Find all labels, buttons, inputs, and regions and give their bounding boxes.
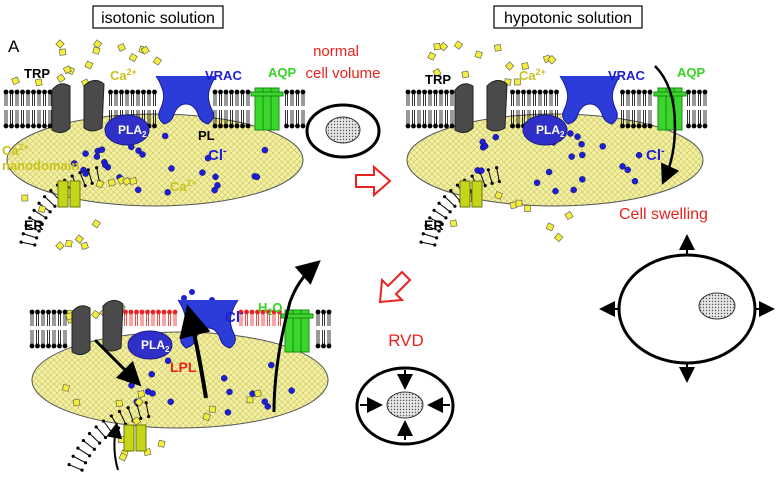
label-cl-rvd: Cl-: [225, 307, 244, 326]
label-pl-isotonic: PL: [198, 128, 215, 143]
swollen-cell: [605, 240, 769, 377]
title-isotonic: isotonic solution: [93, 6, 223, 28]
label-trp-isotonic: TRP: [24, 66, 50, 81]
label-vrac-hypotonic: VRAC: [608, 68, 645, 83]
label-normal: normal: [313, 43, 359, 60]
ca-release-arrow: [114, 428, 118, 470]
label-ca-isotonic-top: Ca2+: [110, 67, 137, 83]
label-vrac-isotonic: VRAC: [205, 68, 242, 83]
aqp-channel-isotonic: [251, 88, 283, 130]
label-aqp-isotonic: AQP: [268, 65, 297, 80]
label-aqp-hypotonic: AQP: [677, 65, 706, 80]
label-er-isotonic: ER: [24, 217, 43, 233]
arrow-to-rvd: [380, 272, 410, 302]
label-cell-volume: cell volume: [305, 65, 380, 82]
label-nanodomain: nanodomain: [2, 158, 79, 173]
er-channel-rvd: [124, 425, 146, 451]
label-h2o: H2O: [258, 300, 283, 317]
svg-text:isotonic solution: isotonic solution: [101, 10, 215, 27]
label-er-hypotonic: ER: [424, 217, 443, 233]
label-rvd: RVD: [388, 331, 424, 350]
label-trp-hypotonic: TRP: [425, 72, 451, 87]
rvd-cell: [357, 368, 453, 444]
arrow-to-hypotonic: [356, 167, 390, 195]
label-ca-hypotonic: Ca2+: [519, 67, 546, 83]
panel-label: A: [8, 37, 20, 56]
normal-cell-nucleus: [326, 117, 360, 143]
label-lpl: LPL: [170, 359, 197, 375]
label-cell-swelling: Cell swelling: [619, 206, 708, 223]
svg-text:hypotonic solution: hypotonic solution: [504, 10, 632, 27]
title-hypotonic: hypotonic solution: [494, 6, 642, 28]
